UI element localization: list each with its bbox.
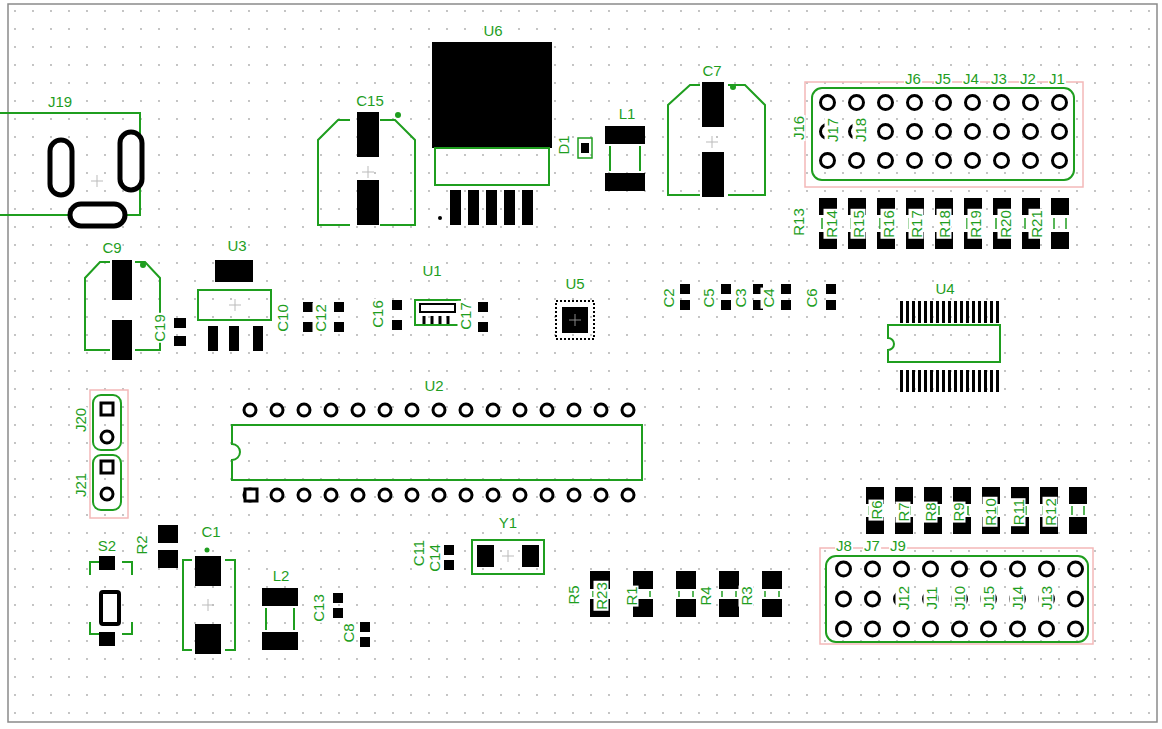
- part-label: U2: [423, 378, 444, 393]
- part-label: J2: [1019, 71, 1037, 86]
- part-label: J12: [896, 585, 911, 611]
- part-label: J8: [835, 538, 853, 553]
- part-label: U1: [421, 263, 442, 278]
- part-label: C6: [804, 287, 819, 308]
- part-label: Y1: [498, 515, 518, 530]
- part-label: J13: [1039, 585, 1054, 611]
- part-label: C5: [701, 287, 716, 308]
- part-label: R16: [881, 209, 896, 239]
- part-label: R9: [951, 501, 966, 522]
- part-label: C13: [311, 593, 326, 623]
- part-label: C9: [101, 240, 122, 255]
- part-label: C15: [355, 93, 385, 108]
- part-label: J11: [924, 585, 939, 610]
- part-label: R14: [824, 209, 839, 239]
- part-label: J19: [47, 94, 73, 109]
- part-label: R23: [594, 581, 609, 611]
- part-label: J10: [952, 585, 967, 611]
- part-label: U6: [482, 23, 503, 38]
- part-label: C8: [341, 622, 356, 643]
- part-label: J5: [934, 71, 952, 86]
- part-label: R1: [624, 585, 639, 606]
- part-label: J7: [863, 538, 881, 553]
- part-label: R5: [566, 584, 581, 605]
- part-label: R6: [869, 499, 884, 520]
- part-label: C1: [200, 524, 221, 539]
- part-label: C14: [427, 543, 442, 573]
- part-label: R12: [1043, 497, 1058, 527]
- part-label: J21: [73, 472, 88, 498]
- part-label: R7: [896, 501, 911, 522]
- part-label: C17: [458, 301, 473, 331]
- part-label: S2: [97, 538, 117, 553]
- part-label: U3: [226, 238, 247, 253]
- part-label: J17: [825, 117, 840, 143]
- part-label: U5: [564, 276, 585, 291]
- part-label: R3: [739, 585, 754, 606]
- part-label: D1: [556, 134, 571, 155]
- part-label: U4: [934, 281, 955, 296]
- part-label: J14: [1010, 585, 1025, 611]
- part-label: R8: [923, 501, 938, 522]
- part-label: R15: [851, 209, 866, 239]
- part-label: J18: [853, 117, 868, 143]
- part-label: J1: [1048, 71, 1066, 86]
- part-label: C4: [761, 287, 776, 308]
- part-label: C12: [313, 303, 328, 333]
- part-label: R20: [998, 209, 1013, 239]
- part-label: J4: [962, 71, 980, 86]
- part-label: R11: [1011, 498, 1026, 526]
- part-label: R18: [937, 209, 952, 239]
- part-label: J16: [791, 115, 806, 141]
- part-label: C16: [370, 299, 385, 329]
- part-label: L2: [272, 568, 291, 583]
- part-label: J3: [990, 71, 1008, 86]
- part-label: J15: [981, 585, 996, 611]
- part-label: R4: [698, 585, 713, 606]
- part-label: C3: [733, 287, 748, 308]
- part-label: C11: [411, 539, 426, 567]
- part-label: J9: [889, 538, 907, 553]
- part-label: J6: [904, 71, 922, 86]
- part-label: C7: [701, 63, 722, 78]
- part-label: C2: [661, 287, 676, 308]
- part-label: R13: [791, 207, 806, 237]
- part-label: J20: [73, 407, 88, 433]
- part-label: L1: [618, 106, 637, 121]
- part-label: R19: [968, 209, 983, 239]
- part-label: R2: [134, 534, 149, 555]
- part-label: R10: [983, 497, 998, 527]
- part-label: R21: [1029, 209, 1044, 239]
- part-label: R17: [909, 209, 924, 239]
- part-label: C10: [275, 303, 290, 333]
- part-label: C19: [152, 313, 167, 343]
